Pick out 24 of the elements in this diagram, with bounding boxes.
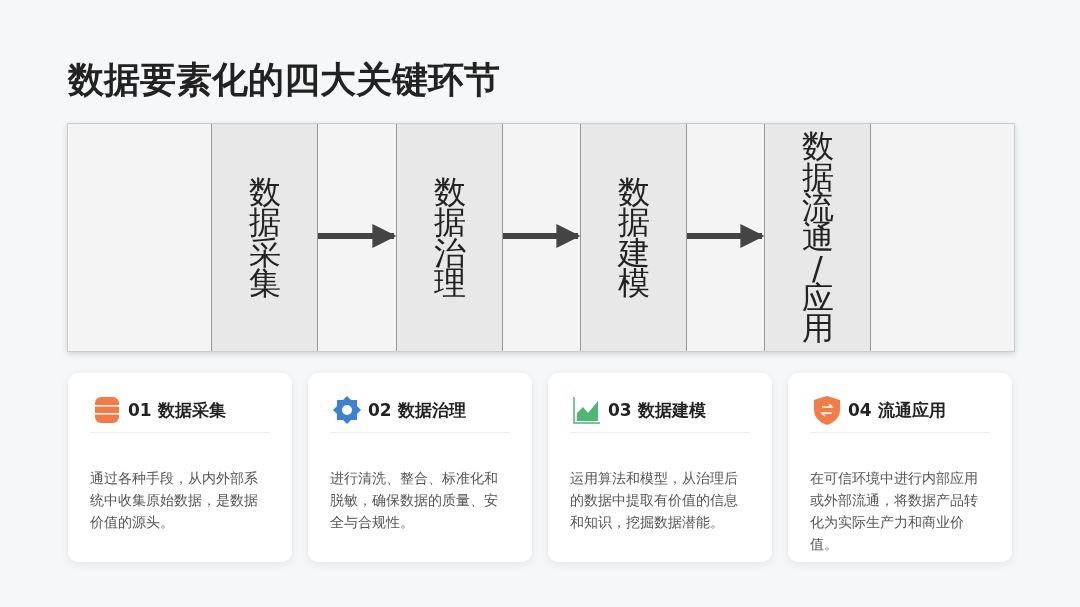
card-description: 通过各种手段，从内外部系统中收集原始数据，是数据价值的源头。 [90, 469, 258, 532]
info-card [68, 373, 292, 562]
card-description: 进行清洗、整合、标准化和脱敏，确保数据的质量、安全与合规性。 [330, 469, 498, 532]
stage-column [211, 124, 318, 351]
card-description: 在可信环境中进行内部应用或外部流通，将数据产品转化为实际生产力和商业价值。 [810, 469, 978, 554]
arrow [318, 224, 397, 248]
info-card [788, 373, 1012, 562]
stage-column [396, 124, 503, 351]
card-heading: 03 数据建模 [608, 399, 706, 422]
stage-label: 数据治理 [432, 176, 467, 299]
stage-label: 数据流通/应用 [800, 131, 835, 344]
stage-label: 数据采集 [247, 176, 282, 299]
stage-label: 数据建模 [616, 176, 651, 299]
stage-column [580, 124, 687, 351]
arrow [503, 224, 581, 248]
card-heading: 02 数据治理 [368, 399, 466, 422]
page-title: 数据要素化的四大关键环节 [68, 58, 500, 102]
card-description: 运用算法和模型，从治理后的数据中提取有价值的信息和知识，挖掘数据潜能。 [570, 469, 738, 532]
info-card [548, 373, 772, 562]
card-heading: 01 数据采集 [128, 399, 226, 422]
stage-column [764, 124, 871, 351]
arrow [687, 224, 765, 248]
info-card [308, 373, 532, 562]
card-heading: 04 流通应用 [848, 399, 946, 422]
